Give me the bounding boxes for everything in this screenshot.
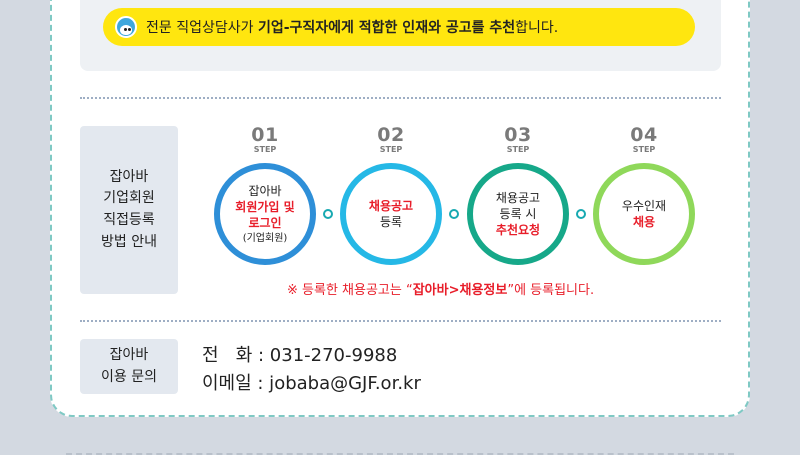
step-text: 등록: [379, 215, 403, 229]
step-text-highlight: 회원가입 및: [235, 200, 295, 215]
note-link-text: 잡아바>채용정보: [412, 283, 508, 298]
contact-label: 잡아바 이용 문의: [80, 339, 178, 394]
step-text-highlight: 채용: [632, 215, 656, 229]
step-1-circle: 잡아바 회원가입 및 로그인 (기업회원): [214, 163, 316, 265]
step-label: STEP: [253, 145, 277, 154]
step-label: STEP: [379, 145, 403, 154]
step-2-header: 02 STEP: [361, 125, 421, 154]
step-number: 04: [630, 124, 658, 146]
step-number: 02: [377, 124, 405, 146]
step-1-header: 01 STEP: [235, 125, 295, 154]
notice-text-bold: 기업-구직자에게 적합한 인재와 공고를 추천: [257, 20, 516, 36]
registration-label-line: 방법 안내: [101, 233, 157, 250]
step-number: 03: [504, 124, 532, 146]
step-text: 채용공고: [495, 190, 541, 205]
step-connector: [449, 209, 459, 219]
registration-guide-label: 잡아바 기업회원 직접등록 방법 안내: [80, 126, 178, 294]
step-4-circle: 우수인재 채용: [593, 163, 695, 265]
registration-label-line: 직접등록: [103, 212, 155, 228]
section-divider: [66, 453, 734, 455]
note-suffix: ”에 등록됩니다.: [507, 283, 595, 298]
divider-dotted-bottom: [80, 320, 721, 322]
step-label: STEP: [506, 145, 530, 154]
notice-text-prefix: 전문 직업상담사가: [146, 20, 258, 36]
step-number: 01: [251, 124, 279, 146]
step-text: 우수인재: [621, 198, 667, 213]
step-connector: [323, 209, 333, 219]
notice-banner: 전문 직업상담사가 기업-구직자에게 적합한 인재와 공고를 추천 합니다.: [103, 8, 695, 46]
note-prefix: ※ 등록한 채용공고는 “: [287, 283, 413, 298]
step-text: 잡아바: [248, 183, 282, 198]
step-text-highlight: 채용공고: [368, 198, 414, 213]
step-3-circle: 채용공고 등록 시 추천요청: [467, 163, 569, 265]
registration-label-line: 잡아바: [109, 168, 149, 185]
step-2-circle: 채용공고 등록: [340, 163, 442, 265]
step-3-header: 03 STEP: [488, 125, 548, 154]
registration-note: ※ 등록한 채용공고는 “잡아바>채용정보”에 등록됩니다.: [287, 279, 594, 298]
contact-phone: 전 화 : 031-270-9988: [202, 345, 398, 366]
step-text: 등록 시: [499, 206, 537, 221]
step-text-highlight: 로그인: [248, 216, 282, 231]
step-connector: [576, 209, 586, 219]
contact-label-line: 이용 문의: [101, 368, 157, 385]
divider-dotted-top: [80, 97, 721, 99]
mascot-icon: [115, 16, 137, 38]
step-text-note: (기업회원): [242, 232, 288, 244]
contact-email: 이메일 : jobaba@GJF.or.kr: [202, 373, 421, 394]
registration-label-line: 기업회원: [103, 190, 155, 207]
notice-text-suffix: 합니다.: [515, 20, 559, 36]
step-text-highlight: 추천요청: [495, 223, 541, 238]
step-4-header: 04 STEP: [614, 125, 674, 154]
step-label: STEP: [632, 145, 656, 154]
contact-label-line: 잡아바: [109, 346, 149, 363]
